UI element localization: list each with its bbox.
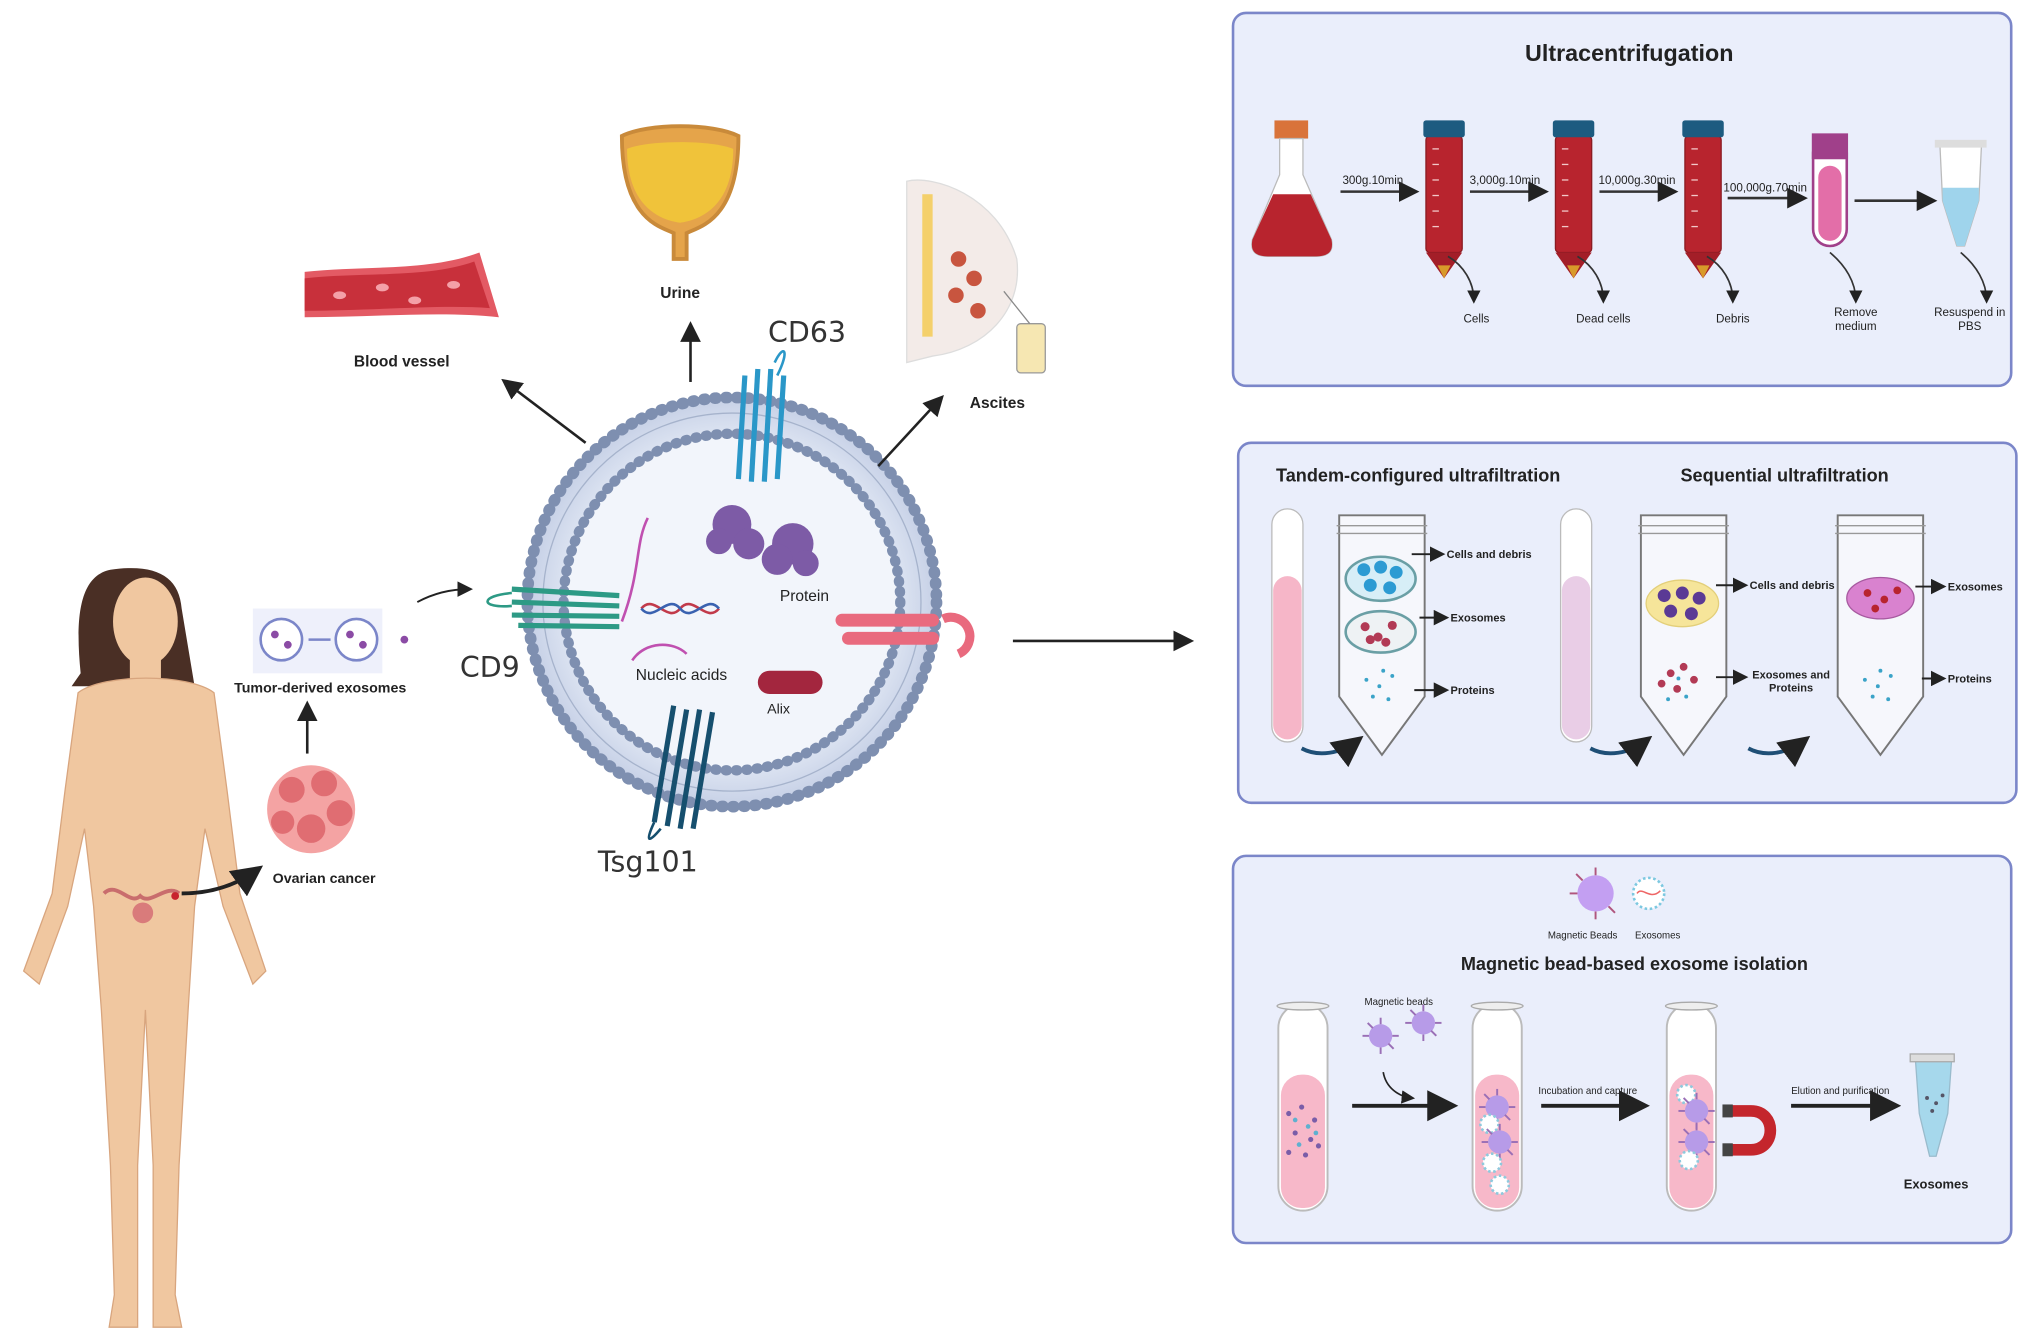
ultracentrifugation-title: Ultracentrifugation xyxy=(1525,40,1733,66)
output-dead-cells: Dead cells xyxy=(1576,312,1631,325)
legend-exosomes: Exosomes xyxy=(1635,931,1680,942)
seq1-label-cells-debris: Cells and debris xyxy=(1750,580,1835,592)
protein-icon xyxy=(706,504,819,577)
magnetic-beads-label: Magnetic beads xyxy=(1365,997,1434,1008)
arrow-to-exosome xyxy=(416,581,473,603)
urine-label: Urine xyxy=(660,285,700,302)
protein-label: Protein xyxy=(780,588,829,605)
output-resuspend: Resuspend in PBS xyxy=(1934,305,2006,333)
output-cells: Cells xyxy=(1464,312,1490,325)
magnetic-title: Magnetic bead-based exosome isolation xyxy=(1461,954,1808,974)
sample-tube-tandem xyxy=(1271,508,1304,743)
magnet-icon xyxy=(1722,1104,1777,1157)
elution-label: Elution and purification xyxy=(1791,1086,1889,1097)
receptor-icon xyxy=(835,612,975,659)
magnetic-bead-legend-icon xyxy=(1569,867,1666,920)
tandem-title: Tandem-configured ultrafiltration xyxy=(1276,466,1560,486)
ascites-label: Ascites xyxy=(970,395,1025,412)
tandem-label-cells-debris: Cells and debris xyxy=(1447,549,1532,561)
final-eppendorf-icon xyxy=(1909,1053,1955,1157)
sequential-title: Sequential ultrafiltration xyxy=(1680,466,1888,486)
eppendorf-tube-icon xyxy=(1934,139,1987,247)
cd9-protein-icon xyxy=(486,586,620,630)
nucleic-acids-label: Nucleic acids xyxy=(636,667,728,684)
step-label-3: 10,000g.30min xyxy=(1598,174,1675,187)
seq2-label-proteins: Proteins xyxy=(1948,673,1992,685)
arrow-to-ovarian-cancer xyxy=(181,865,264,897)
alix-protein-icon xyxy=(757,670,823,695)
arrow-to-blood-vessel xyxy=(501,378,587,444)
ascites-icon xyxy=(906,179,1046,374)
tandem-label-proteins: Proteins xyxy=(1451,685,1495,697)
cd63-protein-icon xyxy=(735,349,787,482)
exosomes-result-label: Exosomes xyxy=(1904,1177,1969,1192)
seq2-label-exosomes: Exosomes xyxy=(1948,581,2003,593)
magnetic-bead-panel: Magnetic Beads Exosomes Magnetic bead-ba… xyxy=(1231,854,2013,1245)
legend-magnetic-beads: Magnetic Beads xyxy=(1548,931,1618,942)
step-label-4: 100,000g.70min xyxy=(1723,182,1807,195)
dna-icon xyxy=(620,517,720,662)
output-debris: Debris xyxy=(1716,312,1750,325)
tandem-label-exosomes: Exosomes xyxy=(1451,613,1506,625)
cd9-label: CD9 xyxy=(460,651,520,684)
cd63-label: CD63 xyxy=(768,316,846,349)
arrow-to-ascites xyxy=(877,394,944,468)
exosome-vesicle xyxy=(521,391,943,813)
flask-icon xyxy=(1251,120,1333,258)
pink-tube-icon xyxy=(1811,133,1849,248)
human-figure-illustration xyxy=(22,568,267,1328)
tsg101-protein-icon xyxy=(647,705,716,840)
tumor-exosomes-icon xyxy=(252,608,409,674)
tumor-exosomes-label: Tumor-derived exosomes xyxy=(234,681,406,697)
ovarian-cancer-icon xyxy=(267,765,356,854)
step-label-1: 300g.10min xyxy=(1342,174,1403,187)
ultrafiltration-panel: Tandem-configured ultrafiltration Sequen… xyxy=(1236,441,2018,805)
bladder-icon xyxy=(619,124,741,261)
incubation-label: Incubation and capture xyxy=(1538,1086,1637,1097)
blood-vessel-label: Blood vessel xyxy=(354,353,450,370)
centrifuge-tube-2 xyxy=(1552,119,1595,280)
seq1-label-exosomes-proteins: Exosomes and Proteins xyxy=(1752,668,1830,695)
sample-tube-sequential xyxy=(1559,508,1593,743)
ultracentrifugation-panel: Ultracentrifugation 300g.10min 3,000g.1 xyxy=(1231,11,2013,388)
ovarian-cancer-label: Ovarian cancer xyxy=(273,871,376,887)
tsg101-label: Tsg101 xyxy=(597,845,698,878)
centrifuge-tube-3 xyxy=(1681,119,1725,280)
output-remove-medium: Remove medium xyxy=(1834,305,1878,333)
blood-vessel-icon xyxy=(304,252,499,318)
centrifuge-tube-1 xyxy=(1422,119,1466,280)
step-label-2: 3,000g.10min xyxy=(1470,174,1541,187)
alix-label: Alix xyxy=(767,701,790,717)
